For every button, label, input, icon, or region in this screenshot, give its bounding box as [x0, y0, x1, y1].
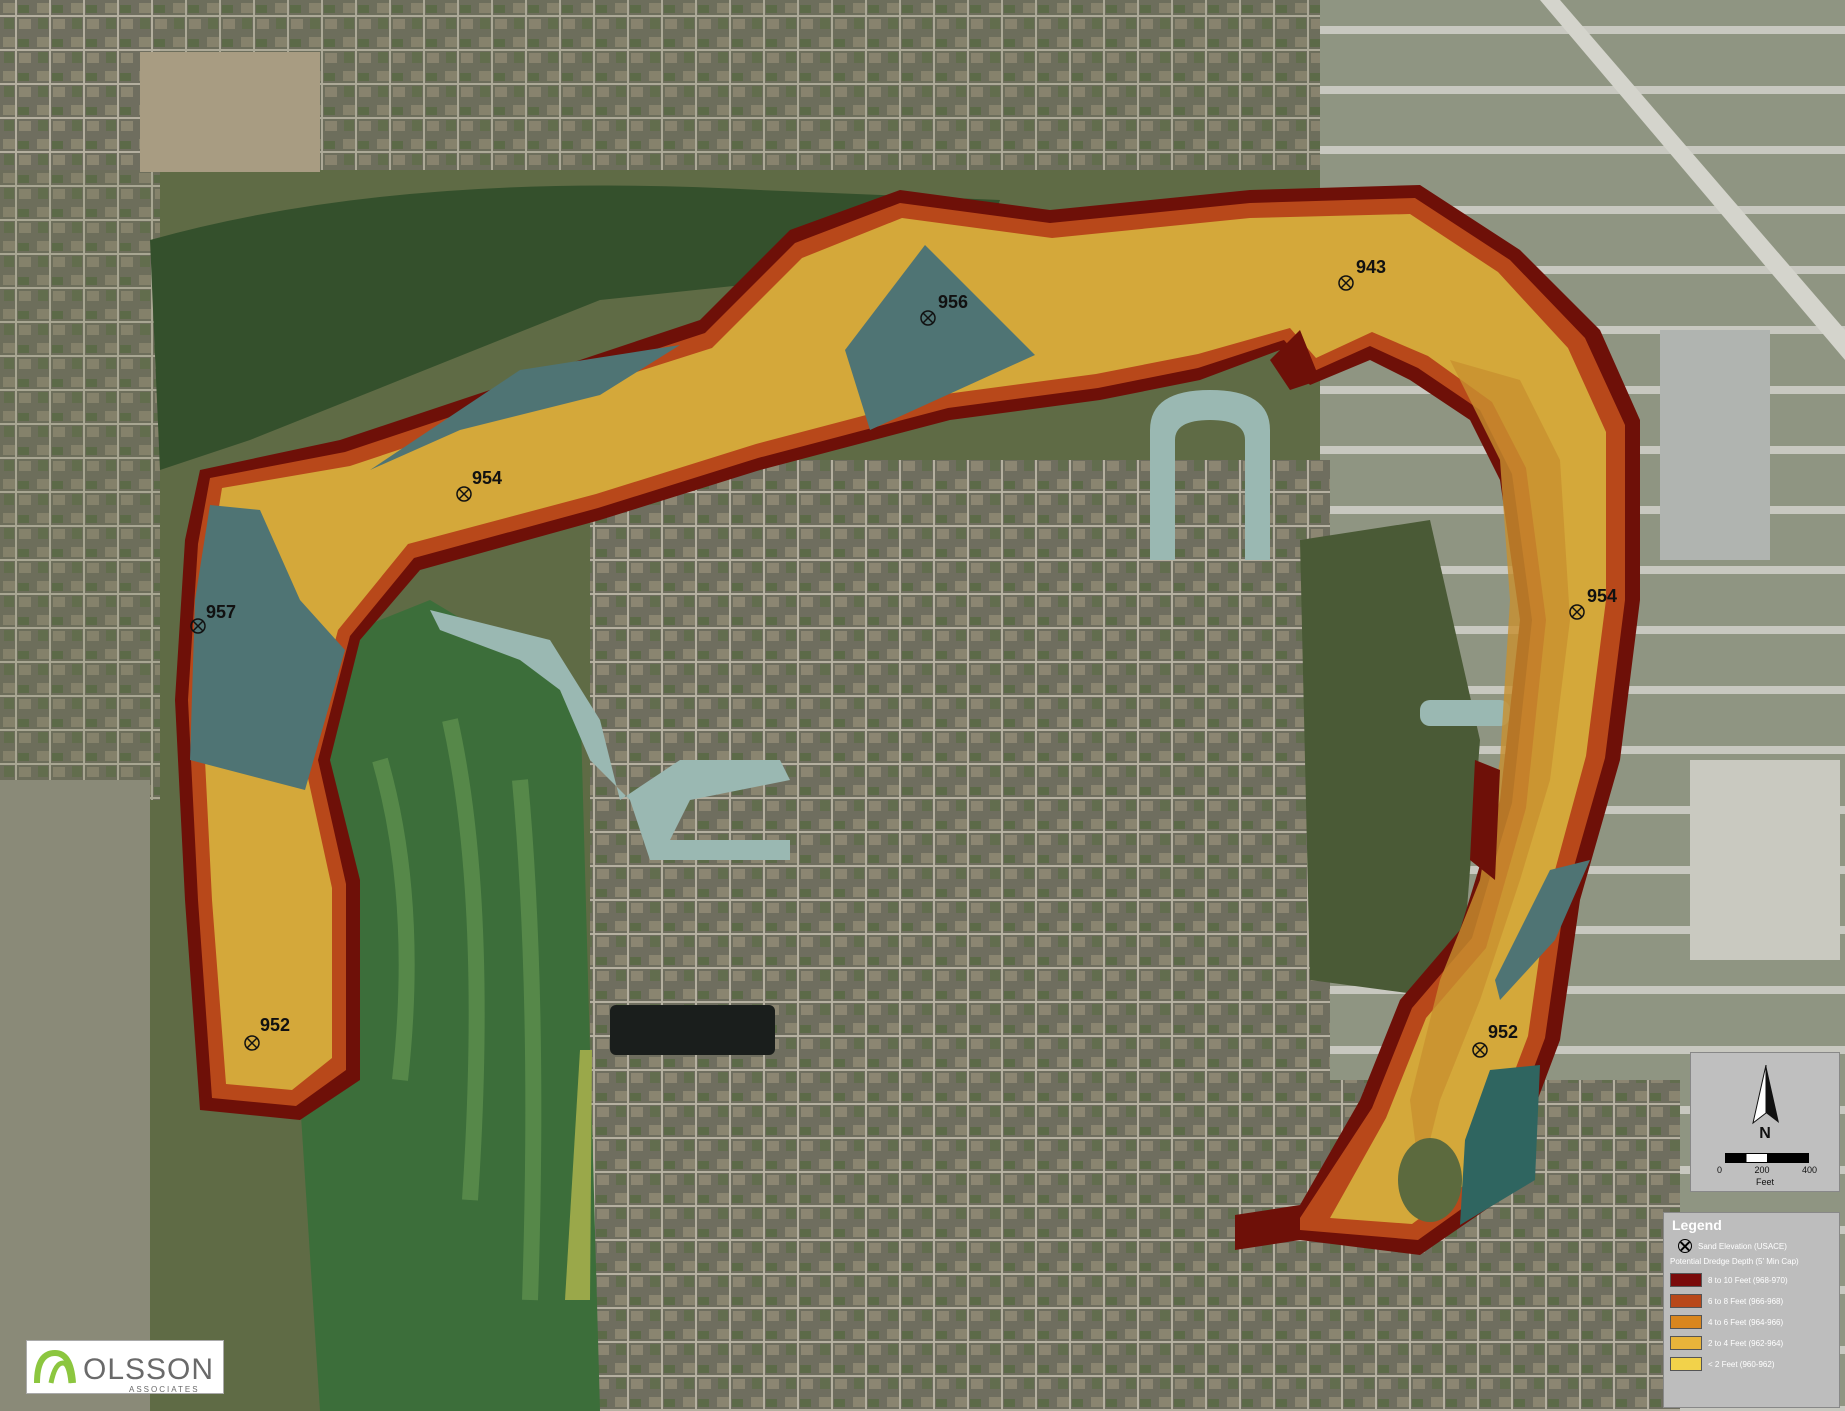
legend-depth-heading: Potential Dredge Depth (5' Min Cap)	[1670, 1257, 1799, 1266]
legend-class-row: 8 to 10 Feet (968-970)	[1668, 1273, 1835, 1287]
west-canal	[430, 610, 790, 860]
legend-swatch	[1670, 1315, 1702, 1329]
east-woods	[1300, 520, 1480, 1000]
olsson-logo-icon	[34, 1349, 76, 1384]
legend-class-label: < 2 Feet (960-962)	[1708, 1359, 1775, 1369]
legend-title: Legend	[1672, 1217, 1722, 1233]
sand-west	[190, 505, 345, 790]
depth-shallow-east	[1410, 360, 1570, 1180]
sand-label-954w: 954	[472, 468, 502, 488]
north-arrow-icon	[1752, 1065, 1779, 1125]
sand-elevation-icon	[1678, 1239, 1692, 1253]
sand-label-957: 957	[206, 602, 236, 622]
sand-label-956: 956	[938, 292, 968, 312]
olsson-logo: OLSSON ASSOCIATES	[26, 1340, 224, 1394]
golf-fairways	[372, 718, 542, 1301]
sand-956	[845, 245, 1035, 430]
legend-class-label: 2 to 4 Feet (962-964)	[1708, 1338, 1784, 1348]
runway	[1540, 0, 1845, 360]
sand-north-strip	[370, 345, 680, 470]
sand-marker-954w[interactable]: 954	[456, 468, 502, 502]
terminal-building	[1660, 330, 1770, 560]
sand-label-952w: 952	[260, 1015, 290, 1035]
sand-label-954e: 954	[1587, 586, 1617, 606]
legend-swatch	[1670, 1336, 1702, 1350]
legend-class-row: 2 to 4 Feet (962-964)	[1668, 1336, 1835, 1350]
north-arrow-panel: N 0 200 400 Feet	[1690, 1052, 1840, 1192]
legend-class-row: < 2 Feet (960-962)	[1668, 1357, 1835, 1371]
island	[1398, 1138, 1462, 1222]
sand-label-943: 943	[1356, 257, 1386, 277]
sand-east	[1495, 860, 1590, 1000]
legend-class-label: 4 to 6 Feet (964-966)	[1708, 1317, 1784, 1327]
sand-south	[1460, 1065, 1540, 1225]
scale-tick-2: 400	[1801, 1165, 1817, 1175]
sand-marker-954e[interactable]: 954	[1569, 586, 1617, 620]
sand-marker-952w[interactable]: 952	[244, 1015, 290, 1051]
sand-marker-956[interactable]: 956	[920, 292, 968, 326]
sand-marker-957[interactable]: 957	[190, 602, 236, 634]
bare-field	[140, 52, 320, 172]
legend-swatch	[1670, 1357, 1702, 1371]
legend-sand-label: Sand Elevation (USACE)	[1698, 1241, 1787, 1251]
legend-class-label: 8 to 10 Feet (968-970)	[1708, 1275, 1788, 1285]
depth-core	[202, 214, 1606, 1224]
sand-marker-943[interactable]: 943	[1338, 257, 1386, 291]
dark-inlet-east	[1470, 760, 1500, 880]
legend-class-label: 6 to 8 Feet (966-968)	[1708, 1296, 1784, 1306]
legend-class-row: 4 to 6 Feet (964-966)	[1668, 1315, 1835, 1329]
parking-lot	[1690, 760, 1840, 960]
u-canal	[1150, 390, 1270, 560]
north-letter: N	[1759, 1125, 1771, 1142]
legend-swatch	[1670, 1273, 1702, 1287]
dredge-depth-overlay	[175, 185, 1640, 1255]
legend-swatch	[1670, 1294, 1702, 1308]
east-pond	[1420, 700, 1510, 726]
scale-tick-1: 200	[1754, 1165, 1770, 1175]
legend-panel: Legend Sand Elevation (USACE) Potential …	[1663, 1212, 1840, 1408]
retention-pond	[610, 1005, 775, 1055]
legend-class-row: 6 to 8 Feet (966-968)	[1668, 1294, 1835, 1308]
legend-sand-row: Sand Elevation (USACE)	[1668, 1239, 1835, 1253]
west-neighborhood	[0, 0, 160, 800]
scale-bar	[1725, 1153, 1809, 1163]
quarry	[0, 780, 150, 1411]
scale-unit: Feet	[1755, 1177, 1774, 1187]
sand-label-952e: 952	[1488, 1022, 1518, 1042]
sand-marker-952e[interactable]: 952	[1472, 1022, 1518, 1058]
dark-inlet-north	[1270, 330, 1320, 390]
south-marsh	[565, 1050, 592, 1300]
scale-tick-0: 0	[1717, 1165, 1723, 1175]
logo-sub: ASSOCIATES	[129, 1385, 200, 1394]
scale-ticks: 0 200 400	[1717, 1165, 1817, 1175]
logo-name: OLSSON	[83, 1353, 215, 1386]
legend-depth-classes: 8 to 10 Feet (968-970) 6 to 8 Feet (966-9…	[1668, 1273, 1835, 1371]
